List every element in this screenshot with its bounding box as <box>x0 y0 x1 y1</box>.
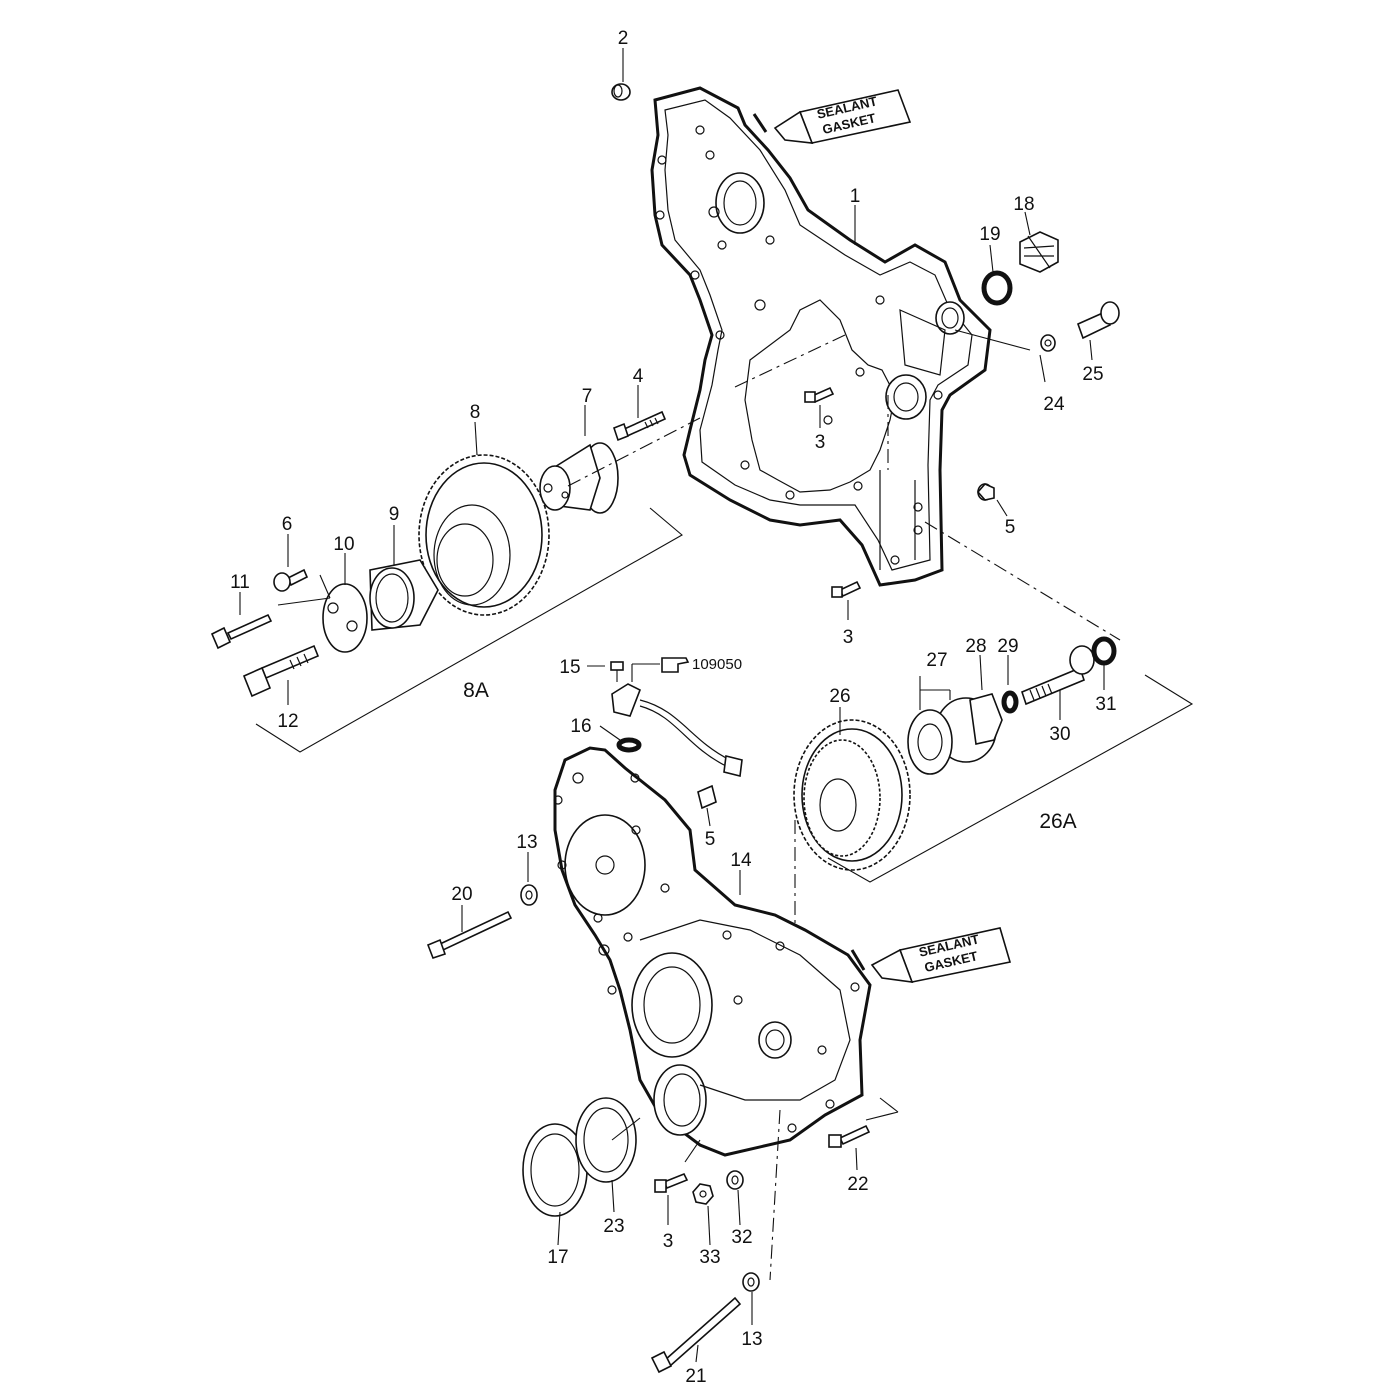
callout-23: 23 <box>603 1216 624 1237</box>
callout-22: 22 <box>847 1174 868 1195</box>
callout-27: 27 <box>926 650 947 671</box>
timing-housing-rear <box>650 86 992 587</box>
hub-part-7 <box>539 442 619 514</box>
screw-part-15 <box>610 661 624 682</box>
callout-11: 11 <box>230 572 250 593</box>
o-ring-part-16 <box>616 737 642 753</box>
idler-gear-part-8 <box>418 454 550 616</box>
callout-24: 24 <box>1043 394 1065 415</box>
callout-26: 26 <box>829 686 850 707</box>
plate-part-10 <box>322 583 368 653</box>
timing-gear-cover <box>553 746 872 1157</box>
screw-part-6 <box>273 568 309 592</box>
callout-29: 29 <box>997 636 1018 657</box>
washer-part-24 <box>1040 334 1056 352</box>
callout-15: 15 <box>559 657 580 678</box>
shaft-part-30 <box>1021 645 1095 706</box>
bolt-part-20 <box>426 910 513 960</box>
callout-10: 10 <box>333 534 354 555</box>
screw-part-3-mid <box>831 580 862 598</box>
callout-4: 4 <box>633 366 644 387</box>
callout-5: 5 <box>705 829 716 850</box>
callout-2: 2 <box>618 28 629 49</box>
callout-13: 13 <box>741 1329 762 1350</box>
group-label-26a: 26A <box>1039 810 1076 833</box>
screw-part-22 <box>828 1124 871 1148</box>
callout-7: 7 <box>582 386 593 407</box>
reference-number: 109050 <box>692 656 742 673</box>
callout-21: 21 <box>685 1366 706 1387</box>
screw-part-3-upper <box>804 386 835 404</box>
callout-13: 13 <box>516 832 537 853</box>
washer-part-32 <box>726 1170 744 1190</box>
callout-labels: 2 1 18 19 25 24 4 7 8 3 5 6 10 9 11 3 12… <box>230 28 1116 1387</box>
bolt-part-25 <box>1076 301 1120 340</box>
seal-part-23 <box>575 1097 637 1183</box>
reference-note: 109050 <box>661 656 742 673</box>
washer-part-13-left <box>520 884 538 906</box>
callout-5: 5 <box>1005 517 1016 538</box>
callout-33: 33 <box>699 1247 720 1268</box>
callout-19: 19 <box>979 224 1000 245</box>
sealant-gasket-tube-lower: SEALANT GASKET <box>850 927 1012 983</box>
sealant-gasket-tube-upper: SEALANT GASKET <box>752 89 912 144</box>
callout-14: 14 <box>730 850 752 871</box>
o-ring-part-29 <box>1001 690 1019 714</box>
assembly-brackets <box>255 507 1194 883</box>
idler-gear-part-26 <box>793 719 911 871</box>
callout-3: 3 <box>663 1231 674 1252</box>
o-ring-part-19 <box>981 270 1013 306</box>
center-lines <box>567 334 1121 1281</box>
callout-31: 31 <box>1095 694 1116 715</box>
bearing-part-27 <box>907 697 997 775</box>
o-ring-part-31 <box>1091 636 1117 666</box>
cover-bolt-holes <box>553 772 860 1133</box>
callout-8: 8 <box>470 402 481 423</box>
callout-30: 30 <box>1049 724 1070 745</box>
retainer-part-28 <box>969 693 1003 745</box>
callout-1: 1 <box>850 186 861 207</box>
washer-part-13-bottom <box>742 1272 760 1292</box>
callout-3: 3 <box>843 627 854 648</box>
callout-32: 32 <box>731 1227 752 1248</box>
screw-part-3-lower <box>654 1172 689 1193</box>
callout-16: 16 <box>570 716 591 737</box>
callout-12: 12 <box>277 711 298 732</box>
callout-18: 18 <box>1013 194 1034 215</box>
callout-3: 3 <box>815 432 826 453</box>
fitting-part-18 <box>1019 231 1059 273</box>
dowel-part-5-upper <box>976 483 995 501</box>
pointing-hand-icon <box>661 657 690 673</box>
callout-17: 17 <box>547 1247 568 1268</box>
housing-bolt-holes <box>655 125 943 565</box>
leader-lines <box>239 48 1105 1363</box>
sensor-assembly <box>611 663 743 777</box>
bolt-part-21 <box>650 1296 742 1374</box>
callout-9: 9 <box>389 504 400 525</box>
callout-6: 6 <box>282 514 293 535</box>
bushing-part-9 <box>369 559 439 631</box>
group-label-8a: 8A <box>463 679 489 702</box>
bolt-part-12 <box>242 644 320 698</box>
nut-part-33 <box>692 1183 714 1205</box>
plug-part-2 <box>611 83 631 101</box>
callout-20: 20 <box>451 884 472 905</box>
dowel-part-5-lower <box>697 784 717 810</box>
bolt-part-4 <box>613 410 667 442</box>
callout-28: 28 <box>965 636 986 657</box>
callout-25: 25 <box>1082 364 1103 385</box>
bolt-part-11 <box>210 613 273 650</box>
